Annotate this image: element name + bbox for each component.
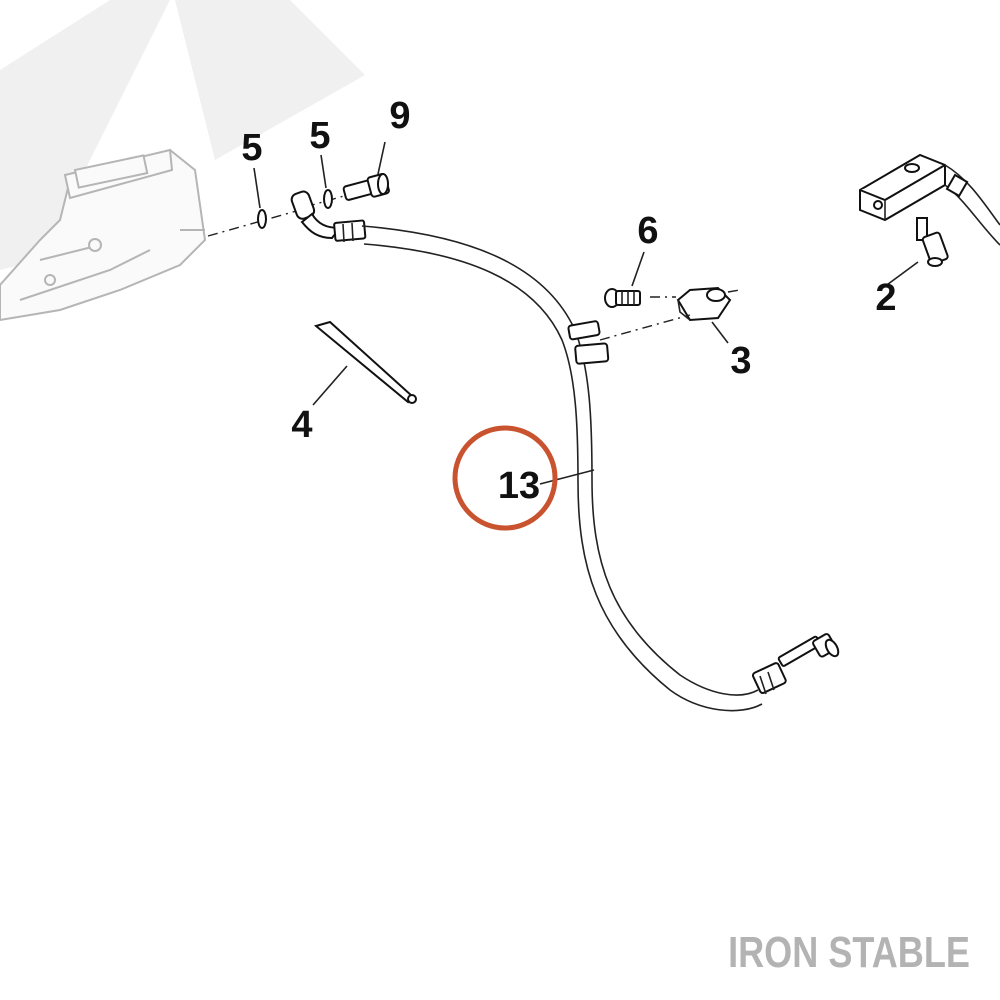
callout-6: 6 (637, 210, 658, 252)
centerline-banjo (207, 209, 301, 237)
washer-item-5-left (257, 209, 267, 229)
hose-banjo-fitting (290, 190, 367, 243)
callout-5-right: 5 (309, 115, 330, 157)
highlight-circle (452, 425, 558, 531)
master-cylinder-ghost (0, 148, 207, 322)
leader-9 (377, 141, 386, 175)
banjo-bolt-item-9 (342, 173, 390, 201)
leader-6 (631, 251, 645, 287)
leader-13 (539, 469, 595, 485)
watermark-text: IRON STABLE (728, 928, 970, 977)
leader-4 (312, 365, 348, 406)
callout-13: 13 (498, 465, 540, 507)
callout-2: 2 (875, 277, 896, 319)
centerline-clamp (599, 314, 691, 341)
leader-2 (879, 261, 919, 291)
callout-9: 9 (389, 95, 410, 137)
lower-hose-fitting (751, 633, 840, 695)
background-logo-shape (0, 0, 365, 270)
cable-tie-item-4 (313, 320, 417, 404)
centerline-clamp-right (727, 289, 741, 293)
banjo-bolt-item-2 (916, 217, 949, 267)
screw-item-6 (604, 288, 641, 308)
hose-clamp-item-3 (676, 286, 732, 322)
callout-5-left: 5 (241, 127, 262, 169)
leader-5-right (320, 154, 327, 189)
leader-3 (711, 321, 729, 344)
leader-5-left (253, 167, 261, 209)
brake-hose-item-13 (361, 225, 763, 712)
junction-block-ghost (859, 153, 1000, 246)
callout-3: 3 (730, 340, 751, 382)
callout-4: 4 (291, 404, 312, 446)
washer-item-5-right (323, 189, 333, 209)
